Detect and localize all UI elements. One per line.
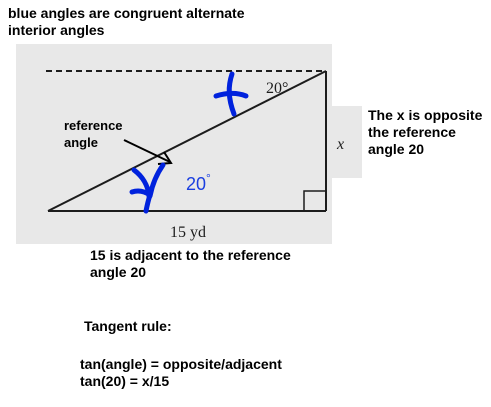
- opposite-side-note: The x is opposite the reference angle 20: [368, 107, 483, 157]
- blue-angle-marker-top-tick: [213, 90, 249, 99]
- reference-angle-value: 20°: [186, 171, 211, 194]
- adjacent-side-note: 15 is adjacent to the reference angle 20: [90, 247, 291, 280]
- tangent-rule-formula: tan(angle) = opposite/adjacent tan(20) =…: [80, 356, 282, 389]
- reference-angle-label: reference angle: [64, 118, 126, 150]
- top-explanation-note: blue angles are congruent alternate inte…: [8, 5, 245, 38]
- reference-arrow-shaft: [123, 139, 171, 163]
- tangent-rule-heading: Tangent rule:: [84, 318, 172, 334]
- reference-angle-degree: °: [206, 171, 211, 185]
- photo-background-tab: [332, 106, 362, 178]
- reference-angle-label-line1: reference: [64, 118, 123, 133]
- opposite-x-label: x: [336, 136, 344, 153]
- reference-angle-label-line2: angle: [64, 135, 98, 150]
- adjacent-length-label: 15 yd: [170, 224, 206, 241]
- hypotenuse-line: [47, 70, 327, 212]
- top-angle-label: 20°: [266, 80, 288, 97]
- blue-angle-marker-bottom-stem: [143, 192, 153, 214]
- reference-angle-number: 20: [186, 174, 206, 194]
- right-angle-mark: [303, 190, 326, 211]
